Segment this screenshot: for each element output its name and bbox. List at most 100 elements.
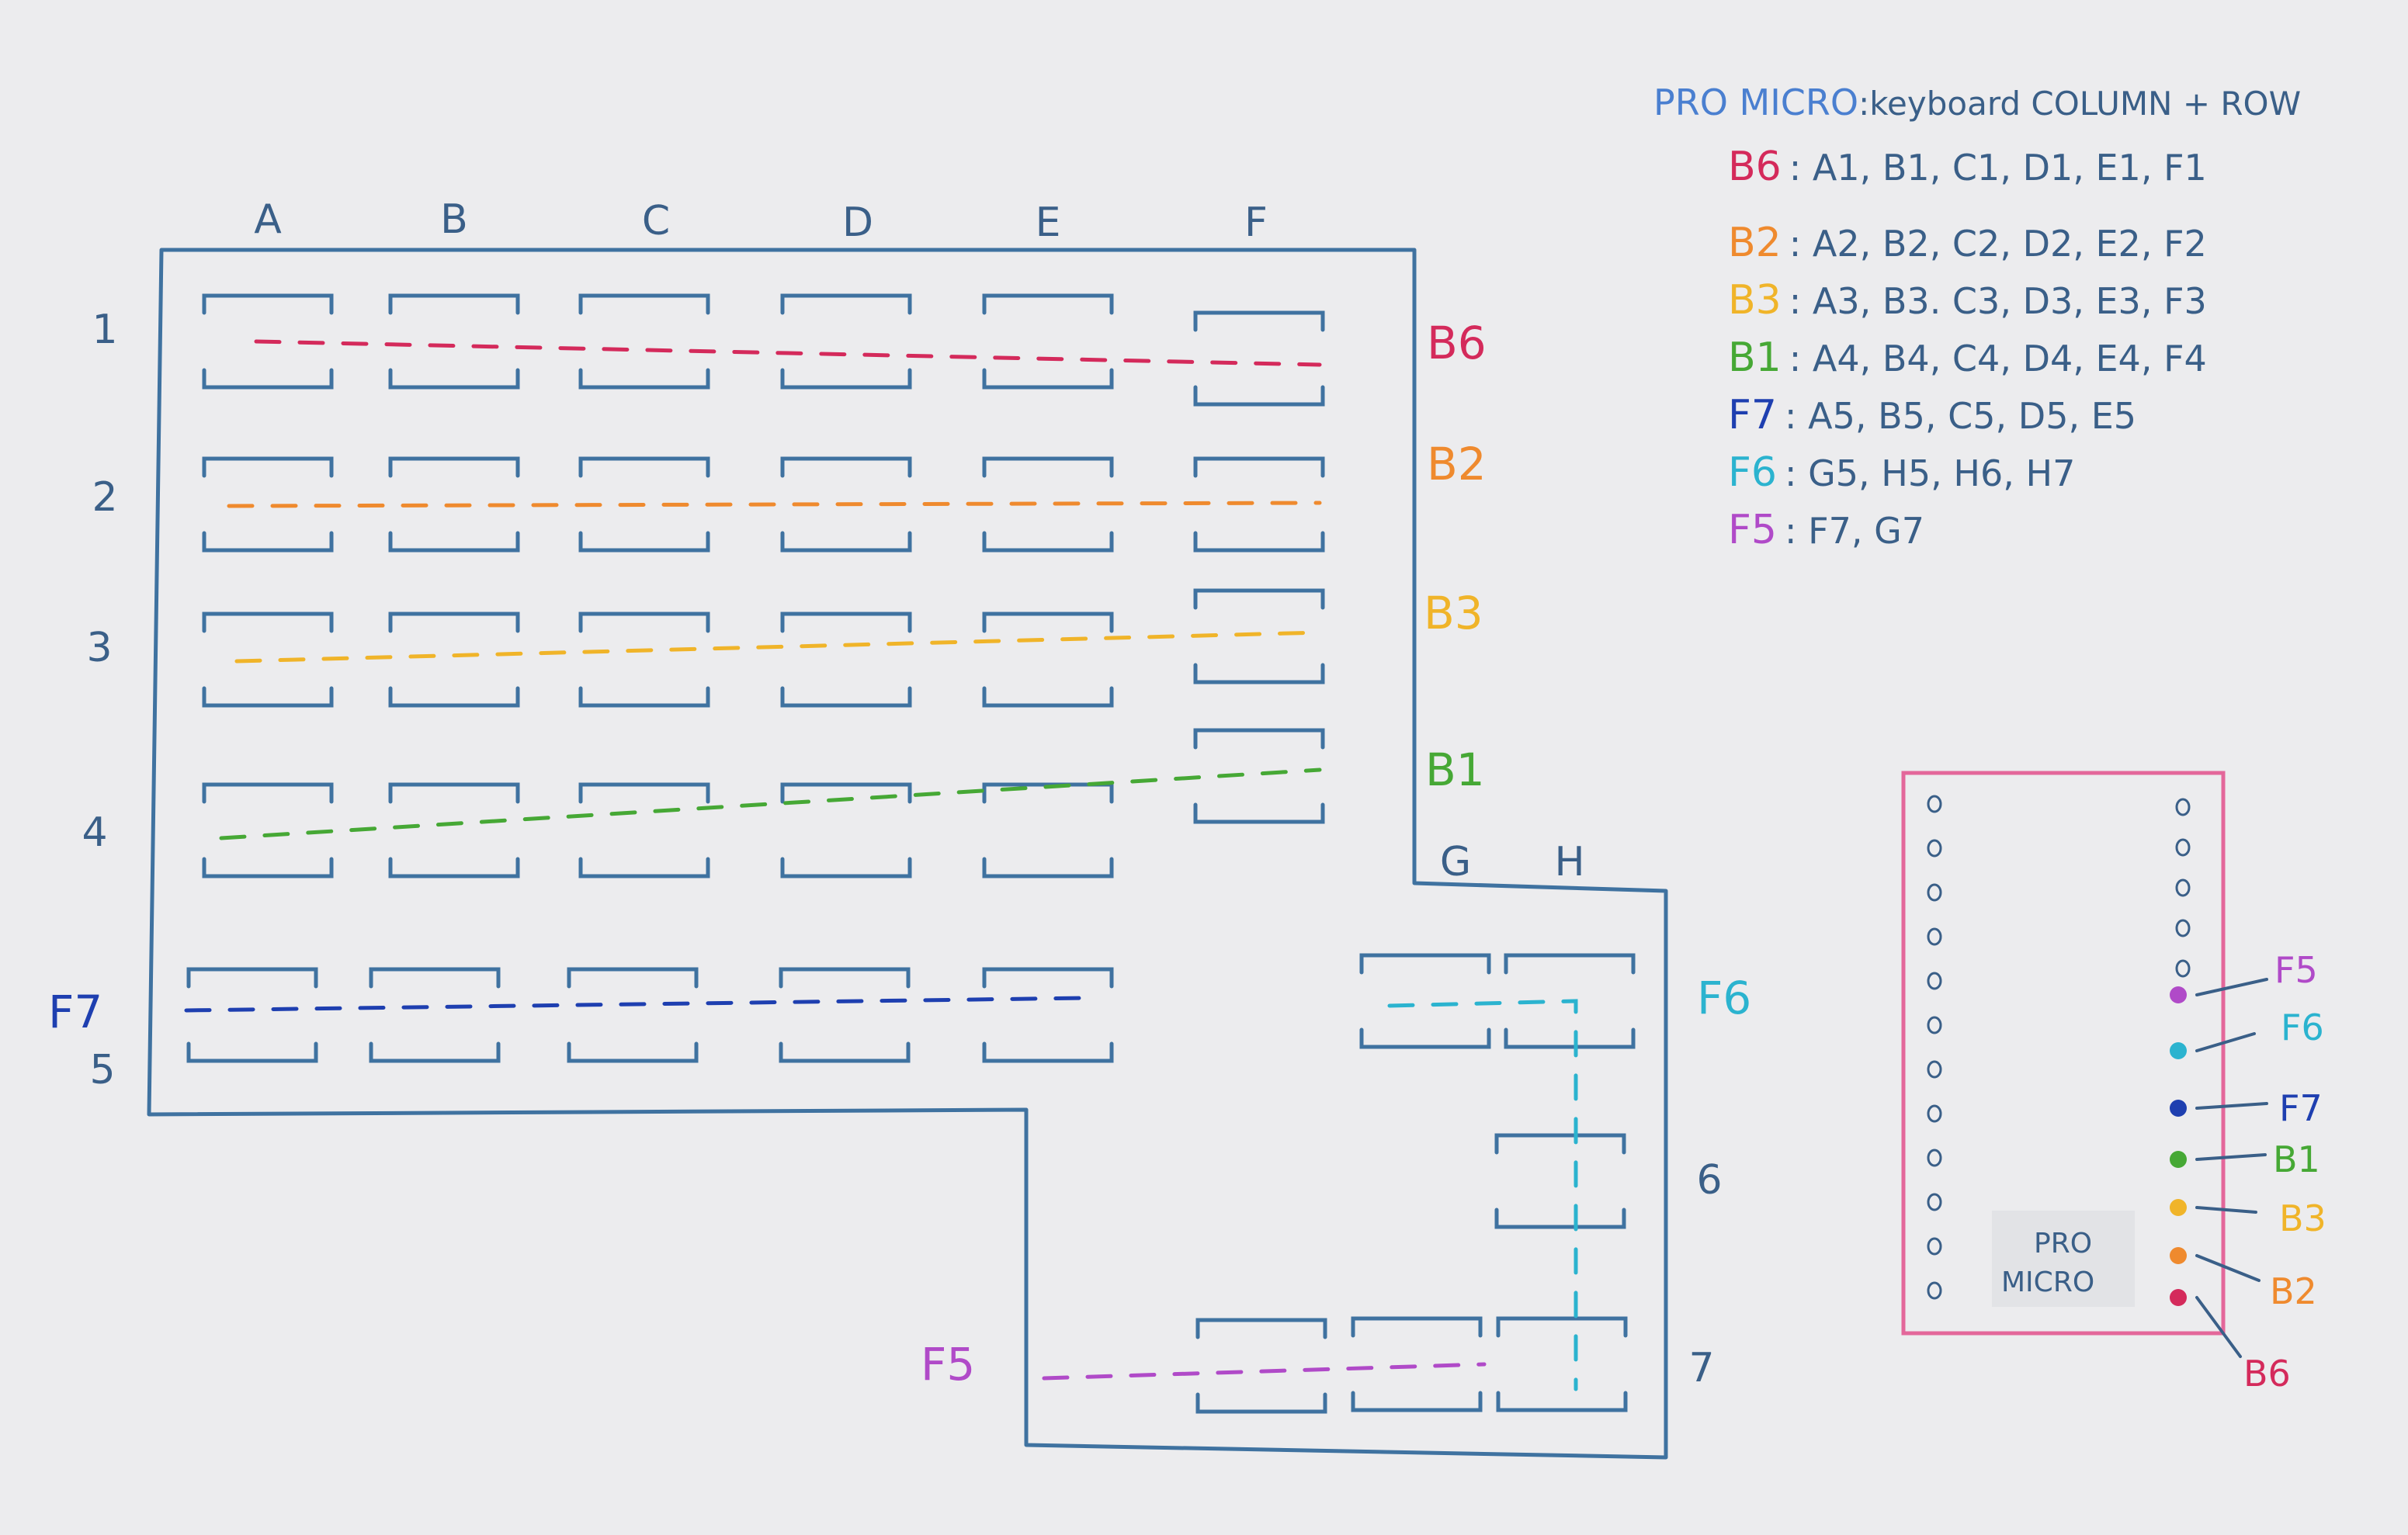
key-e2-top-bracket bbox=[982, 456, 1114, 478]
key-h5-bottom-bracket bbox=[1504, 1027, 1636, 1049]
key-h6-top-bracket bbox=[1494, 1133, 1626, 1155]
key-e4-top-bracket bbox=[982, 782, 1114, 804]
key-h5-top-bracket bbox=[1504, 953, 1636, 975]
key-b2-bottom-bracket bbox=[388, 531, 520, 553]
pin-hole bbox=[1927, 1237, 1942, 1256]
key-d5-bottom-bracket bbox=[779, 1041, 911, 1063]
key-b4-bottom-bracket bbox=[388, 857, 520, 878]
pin-hole bbox=[1927, 1281, 1942, 1300]
pin-dot-b6 bbox=[2170, 1289, 2187, 1306]
key-e2-bottom-bracket bbox=[982, 531, 1114, 553]
pin-hole bbox=[1927, 1016, 1942, 1034]
column-label-e: E bbox=[1036, 199, 1061, 246]
legend-row-b6: B6: A1, B1, C1, D1, E1, F1 bbox=[1728, 144, 2207, 190]
column-label-f: F bbox=[1244, 199, 1268, 246]
key-h7-top-bracket bbox=[1496, 1316, 1628, 1338]
key-c1 bbox=[578, 293, 710, 390]
pin-hole bbox=[2175, 959, 2191, 978]
key-f4-top-bracket bbox=[1193, 728, 1325, 750]
row-label-6: 6 bbox=[1696, 1157, 1722, 1204]
column-label-d: D bbox=[842, 199, 873, 246]
column-label-c: C bbox=[642, 198, 670, 244]
key-f1 bbox=[1193, 310, 1325, 407]
key-e2 bbox=[982, 456, 1114, 553]
pin-hole bbox=[1927, 1104, 1942, 1123]
pin-hole bbox=[2175, 919, 2191, 937]
row3-pin-label: B3 bbox=[1424, 587, 1483, 639]
legend-row-f5: F5: F7, G7 bbox=[1728, 507, 1924, 553]
row4-pin-label: B1 bbox=[1425, 743, 1485, 796]
legend-row-b1: B1: A4, B4, C4, D4, E4, F4 bbox=[1728, 334, 2207, 381]
pin-leader-f7 bbox=[2195, 1102, 2268, 1110]
key-b1-bottom-bracket bbox=[388, 368, 520, 390]
legend-row-f6: F6: G5, H5, H6, H7 bbox=[1728, 449, 2075, 496]
row-label-7: 7 bbox=[1688, 1345, 1714, 1391]
pin-hole bbox=[1927, 972, 1942, 990]
wire-row7-f5 bbox=[1042, 1362, 1487, 1381]
key-d1 bbox=[780, 293, 912, 390]
column-label-h: H bbox=[1554, 839, 1584, 885]
key-h6 bbox=[1494, 1133, 1626, 1229]
pin-callout-f5: F5 bbox=[2170, 949, 2318, 1003]
key-c2-bottom-bracket bbox=[578, 531, 710, 553]
key-a4-bottom-bracket bbox=[202, 857, 334, 878]
pin-dot-b2 bbox=[2170, 1247, 2187, 1264]
wire-row5-f7 bbox=[184, 996, 1089, 1013]
key-b5-bottom-bracket bbox=[369, 1041, 501, 1063]
key-c3-bottom-bracket bbox=[578, 686, 710, 708]
pin-legend: PRO MICRO:keyboard COLUMN + ROW B6: A1, … bbox=[1653, 81, 2301, 553]
pin-leader-f6 bbox=[2195, 1032, 2256, 1052]
pro-micro-label-box bbox=[1992, 1211, 2135, 1307]
key-b2 bbox=[388, 456, 520, 553]
key-a1-top-bracket bbox=[202, 293, 334, 315]
legend-row-b2: B2: A2, B2, C2, D2, E2, F2 bbox=[1728, 220, 2207, 266]
pro-micro-outline bbox=[1901, 771, 2226, 1336]
legend-title-rest: :keyboard COLUMN + ROW bbox=[1858, 85, 2301, 123]
key-a4-top-bracket bbox=[202, 782, 334, 804]
key-g5-top-bracket bbox=[1359, 953, 1491, 975]
key-a5-bottom-bracket bbox=[186, 1041, 318, 1063]
pin-leader-b2 bbox=[2195, 1254, 2261, 1282]
key-b2-top-bracket bbox=[388, 456, 520, 478]
pin-callout-b1: B1 bbox=[2170, 1138, 2320, 1180]
key-g7 bbox=[1351, 1316, 1483, 1412]
pin-hole bbox=[2175, 838, 2191, 857]
legend-title: PRO MICRO:keyboard COLUMN + ROW bbox=[1653, 81, 2301, 123]
key-e5-top-bracket bbox=[982, 967, 1114, 989]
pro-micro-label-line1: PRO bbox=[2034, 1228, 2092, 1260]
key-d2-top-bracket bbox=[780, 456, 912, 478]
key-c5-bottom-bracket bbox=[567, 1041, 699, 1063]
key-h7 bbox=[1496, 1316, 1628, 1412]
key-c2-top-bracket bbox=[578, 456, 710, 478]
key-e3-bottom-bracket bbox=[982, 686, 1114, 708]
key-f3-bottom-bracket bbox=[1193, 663, 1325, 684]
row-labels: 1 2 3 4 5 6 7 bbox=[82, 307, 1722, 1391]
legend-keys: : A5, B5, C5, D5, E5 bbox=[1785, 395, 2136, 437]
pin-hole bbox=[1927, 795, 1942, 813]
row2-pin-label: B2 bbox=[1427, 438, 1487, 490]
keyboard-outline bbox=[147, 248, 1668, 1460]
key-b4 bbox=[388, 782, 520, 878]
key-e3 bbox=[982, 612, 1114, 708]
key-c1-bottom-bracket bbox=[578, 368, 710, 390]
column-labels: A B C D E F G H bbox=[254, 196, 1584, 885]
key-f2 bbox=[1193, 456, 1325, 553]
key-f1-bottom-bracket bbox=[1193, 385, 1325, 407]
legend-keys: : A3, B3. C3, D3, E3, F3 bbox=[1789, 280, 2207, 322]
pin-hole bbox=[1927, 1060, 1942, 1079]
key-f4-bottom-bracket bbox=[1193, 802, 1325, 824]
wire-row4-b1 bbox=[219, 768, 1322, 840]
legend-keys: : A4, B4, C4, D4, E4, F4 bbox=[1789, 338, 2207, 379]
legend-keys: : F7, G7 bbox=[1785, 510, 1924, 552]
pin-leader-b3 bbox=[2195, 1206, 2257, 1214]
key-d1-bottom-bracket bbox=[780, 368, 912, 390]
pin-callout-b3: B3 bbox=[2170, 1197, 2326, 1239]
legend-pin: F7 bbox=[1728, 392, 1777, 438]
legend-keys: : A1, B1, C1, D1, E1, F1 bbox=[1789, 147, 2207, 189]
pro-micro-left-holes bbox=[1927, 795, 1942, 1300]
key-a2-top-bracket bbox=[202, 456, 334, 478]
key-f7 bbox=[1195, 1318, 1327, 1414]
